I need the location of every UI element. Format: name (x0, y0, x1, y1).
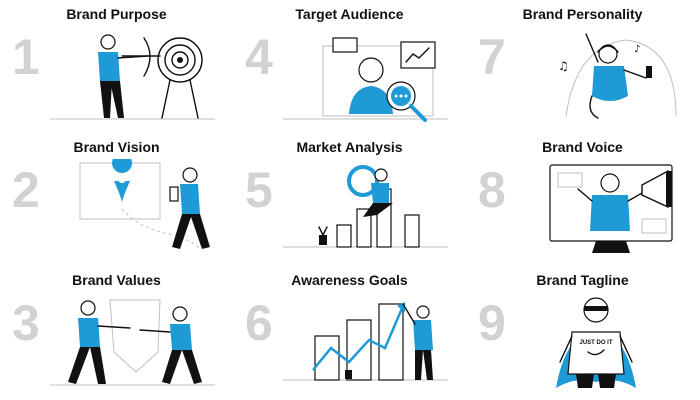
step-title: Brand Tagline (536, 272, 629, 288)
step-title: Brand Voice (542, 139, 623, 155)
step-awareness-goals: Awareness Goals 6 (233, 266, 466, 399)
step-target-audience: Target Audience 4 (233, 0, 466, 133)
step-brand-values: Brand Values 3 (0, 266, 233, 399)
music-dancer-icon: ♫ ♪ (558, 33, 677, 119)
step-title: Brand Purpose (66, 6, 167, 22)
step-brand-voice: Brand Voice 8 (466, 133, 699, 266)
magnifier-person-icon (283, 37, 448, 122)
step-brand-purpose: Brand Purpose 1 (0, 0, 233, 133)
step-brand-tagline: Brand Tagline 9 JUST DO IT (466, 266, 699, 399)
step-number: 8 (478, 162, 506, 218)
step-number: 4 (245, 29, 273, 85)
step-brand-personality: Brand Personality 7 ♫ ♪ (466, 0, 699, 133)
growth-chart-icon (283, 302, 448, 381)
svg-text:♫: ♫ (558, 59, 569, 73)
handshake-push-icon (50, 299, 215, 386)
megaphone-icon (549, 164, 673, 253)
step-number: 7 (478, 29, 506, 85)
shirt-tagline-text: JUST DO IT (579, 340, 612, 346)
svg-text:♪: ♪ (634, 44, 640, 55)
step-market-analysis: Market Analysis 5 (233, 133, 466, 266)
step-brand-vision: Brand Vision 2 (0, 133, 233, 266)
bar-chart-analyst-icon (283, 165, 448, 248)
archer-target-icon (50, 34, 215, 120)
step-title: Brand Values (72, 272, 161, 288)
step-number: 5 (245, 162, 273, 218)
step-number: 3 (12, 295, 40, 351)
step-title: Market Analysis (296, 139, 403, 155)
step-number: 6 (245, 295, 273, 351)
hero-tagline-icon: JUST DO IT (556, 297, 636, 388)
step-number: 1 (12, 29, 40, 85)
step-number: 9 (478, 295, 506, 351)
step-title: Brand Vision (73, 139, 160, 155)
step-title: Awareness Goals (291, 272, 408, 288)
step-number: 2 (12, 162, 40, 218)
step-title: Target Audience (295, 6, 404, 22)
step-title: Brand Personality (522, 6, 643, 22)
map-pin-route-icon (79, 159, 210, 250)
